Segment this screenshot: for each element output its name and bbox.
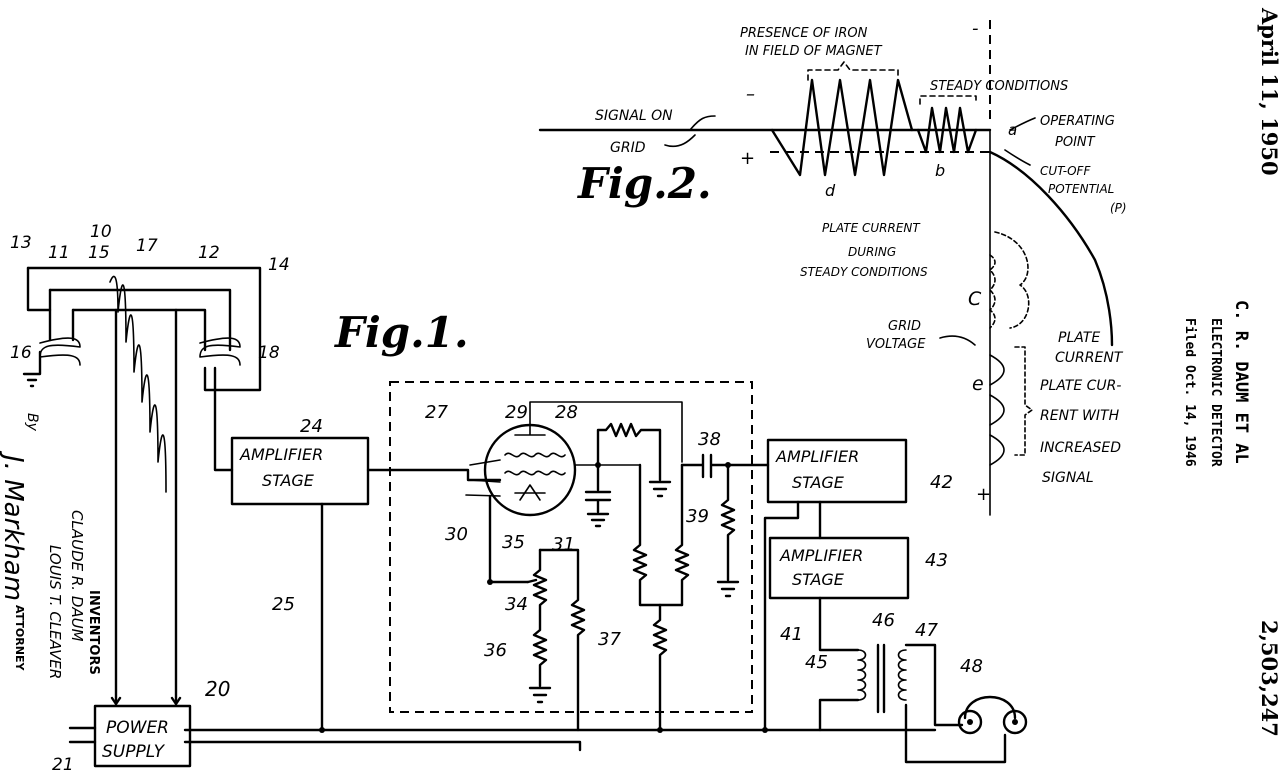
fig2-pc-steady-line1: PLATE CURRENT — [822, 221, 921, 235]
fig2-signal-line2: GRID — [610, 140, 646, 156]
ref-36: 36 — [484, 640, 507, 661]
header-filed: Filed Oct. 14, 1946 — [1182, 318, 1197, 467]
ref-29: 29 — [505, 402, 528, 423]
amp42-line1: AMPLIFIER — [775, 447, 859, 466]
ref-47: 47 — [915, 620, 938, 641]
fig2-label-b: b — [935, 161, 945, 180]
output-transformer-46 — [818, 643, 1007, 764]
detector-stage-box — [389, 381, 753, 713]
ref-25: 25 — [272, 594, 295, 615]
amp43-line2: STAGE — [792, 570, 845, 589]
power-line1: POWER — [106, 718, 169, 738]
fig2-operating-line1: OPERATING — [1040, 114, 1115, 129]
fig2-cutoff-line2: POTENTIAL — [1048, 182, 1114, 196]
fig2-presence-line1: PRESENCE OF IRON — [740, 26, 868, 41]
ref-18: 18 — [258, 343, 280, 363]
ref-35: 35 — [502, 532, 525, 553]
ref-46: 46 — [872, 610, 895, 631]
fig2-plus-left: + — [740, 148, 755, 169]
ref-14: 14 — [268, 255, 290, 275]
fig2-plate-current-line2: CURRENT — [1055, 350, 1124, 366]
svg-text:Filed Oct. 14, 1946: Filed Oct. 14, 1946 — [1182, 318, 1197, 467]
ref-13: 13 — [10, 233, 32, 253]
fig2-steady-label: STEADY CONDITIONS — [930, 79, 1068, 94]
amp43-line1: AMPLIFIER — [779, 546, 863, 565]
headphones-48 — [957, 695, 1028, 735]
fig2-plate-current-line1: PLATE — [1058, 330, 1100, 346]
header-date: April 11, 1950 — [1257, 7, 1280, 176]
fig2-presence-line2: IN FIELD OF MAGNET — [745, 44, 883, 59]
ref-31: 31 — [552, 534, 575, 555]
ref-38: 38 — [698, 429, 721, 450]
fig2-label-e: e — [972, 373, 984, 395]
header-inventor-line: C. R. DAUM ET AL — [1231, 300, 1251, 464]
fig2-pc-increased-line1: PLATE CUR- — [1040, 378, 1121, 394]
amplifier-stage-43 — [768, 536, 910, 600]
ref-28: 28 — [555, 402, 578, 423]
svg-text:C. R. DAUM ET AL: C. R. DAUM ET AL — [1231, 300, 1251, 464]
fig2-pc-increased-line3: INCREASED — [1040, 440, 1121, 456]
ref-10: 10 — [90, 222, 112, 242]
inventor-name-1: CLAUDE R. DAUM — [68, 510, 86, 642]
inventors-block: INVENTORS CLAUDE R. DAUM LOUIS T. CLEAVE… — [0, 413, 101, 679]
svg-text:April 11, 1950: April 11, 1950 — [1257, 7, 1280, 176]
header-title: ELECTRONIC DETECTOR — [1208, 318, 1223, 467]
fig2-pc-steady-line3: STEADY CONDITIONS — [800, 265, 928, 279]
fig2-pc-increased-line2: RENT WITH — [1040, 408, 1120, 424]
ref-39: 39 — [686, 506, 709, 527]
ref-41: 41 — [780, 624, 803, 645]
patent-number: 2,503,247 — [1257, 620, 1280, 737]
inventors-by: By — [24, 413, 40, 432]
fig2-label-c: C — [968, 288, 982, 310]
ref-42: 42 — [930, 472, 953, 493]
ref-43: 43 — [925, 550, 948, 571]
ref-34: 34 — [505, 594, 528, 615]
ref-20: 20 — [205, 677, 230, 701]
ref-15: 15 — [88, 243, 110, 263]
fig2-minus-top: - — [972, 18, 979, 39]
amp42-line2: STAGE — [792, 473, 845, 492]
inventor-name-2: LOUIS T. CLEAVER — [46, 545, 64, 679]
ref-17: 17 — [136, 236, 158, 256]
attorney-signature: J. Markham — [0, 450, 28, 601]
fig2-minus-left: – — [746, 84, 755, 105]
magnet-assembly — [22, 266, 262, 493]
ref-24: 24 — [300, 416, 323, 437]
fig2-label-a: a — [1008, 121, 1017, 139]
fig2-label-d: d — [825, 181, 836, 200]
fig2-pc-steady-line2: DURING — [848, 245, 896, 259]
fig2-cutoff-line1: CUT-OFF — [1040, 164, 1091, 178]
power-line2: SUPPLY — [102, 742, 166, 762]
ref-11: 11 — [48, 243, 70, 263]
fig2-plus-bottom: + — [976, 484, 991, 505]
fig2-diagram — [538, 20, 1114, 516]
svg-text:2,503,247: 2,503,247 — [1257, 620, 1280, 737]
ref-48: 48 — [960, 656, 983, 677]
fig2-grid-voltage-line2: VOLTAGE — [866, 337, 926, 352]
ref-27: 27 — [425, 402, 448, 423]
fig1-title: Fig.1. — [334, 308, 469, 357]
ref-45: 45 — [805, 652, 828, 673]
amplifier-stage-42 — [766, 438, 908, 504]
attorney-label: ATTORNEY — [13, 605, 26, 671]
power-supply-20 — [93, 704, 192, 768]
svg-text:ELECTRONIC DETECTOR: ELECTRONIC DETECTOR — [1208, 318, 1223, 467]
amp24-line1: AMPLIFIER — [239, 445, 323, 464]
amp24-line2: STAGE — [262, 471, 315, 490]
fig2-pc-increased-line4: SIGNAL — [1042, 470, 1094, 486]
ref-21: 21 — [52, 755, 74, 775]
fig2-operating-line2: POINT — [1055, 135, 1096, 150]
ref-12: 12 — [198, 243, 220, 263]
fig2-signal-line1: SIGNAL ON — [595, 108, 673, 124]
ref-37: 37 — [598, 629, 621, 650]
fig2-grid-voltage-line1: GRID — [888, 319, 921, 334]
inventors-label: INVENTORS — [86, 590, 101, 675]
ref-16: 16 — [10, 343, 32, 363]
fig2-title: Fig.2. — [577, 159, 712, 208]
ref-30: 30 — [445, 524, 468, 545]
fig2-cutoff-line3: (P) — [1110, 201, 1127, 215]
vacuum-tube-28 — [465, 401, 683, 517]
